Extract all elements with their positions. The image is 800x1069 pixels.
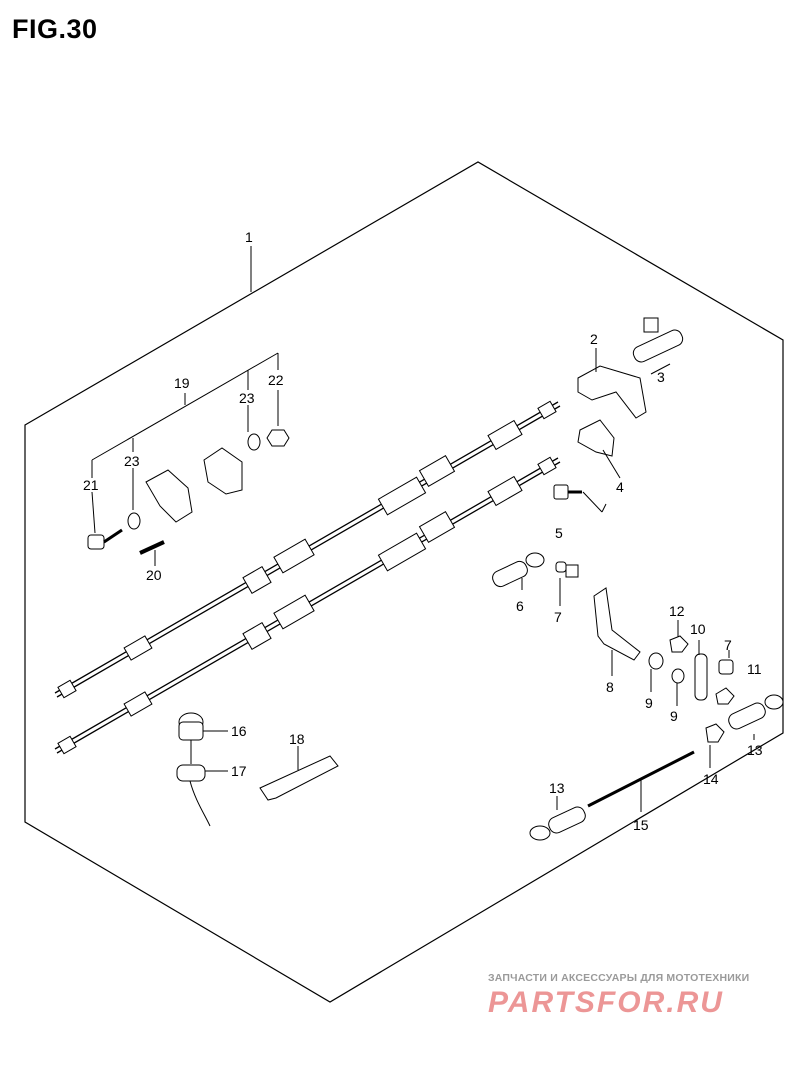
callout-4: 4 bbox=[616, 479, 624, 495]
ring-17 bbox=[176, 764, 211, 827]
callout-7b: 7 bbox=[724, 637, 732, 653]
bushing-9a bbox=[648, 652, 664, 670]
callout-22: 22 bbox=[268, 372, 284, 388]
bracket-2 bbox=[577, 365, 647, 419]
pin-7b bbox=[718, 659, 734, 675]
nut-12 bbox=[669, 635, 689, 653]
cable-clamp-lower bbox=[145, 469, 193, 523]
bushing-9b bbox=[671, 668, 685, 684]
strap-18 bbox=[259, 755, 339, 801]
callout-11: 11 bbox=[747, 661, 762, 677]
holder-4 bbox=[577, 419, 615, 457]
callout-1: 1 bbox=[245, 229, 253, 245]
callout-2: 2 bbox=[590, 331, 598, 347]
callout-13a: 13 bbox=[747, 742, 763, 758]
watermark-caption: ЗАПЧАСТИ И АКСЕССУАРЫ ДЛЯ МОТОТЕХНИКИ bbox=[488, 972, 750, 984]
bolt-5 bbox=[553, 484, 582, 500]
callout-7a: 7 bbox=[554, 609, 562, 625]
nut-14 bbox=[705, 723, 725, 743]
pin-7a bbox=[555, 561, 579, 578]
callout-23b: 23 bbox=[124, 453, 140, 469]
callout-19: 19 bbox=[174, 375, 190, 391]
pin-20 bbox=[139, 540, 165, 555]
callout-15: 15 bbox=[633, 817, 649, 833]
lever-8 bbox=[593, 587, 641, 661]
rod-end-13b bbox=[529, 806, 586, 841]
connector-3 bbox=[632, 317, 684, 363]
callout-9a: 9 bbox=[645, 695, 653, 711]
watermark: ЗАПЧАСТИ И АКСЕССУАРЫ ДЛЯ МОТОТЕХНИКИ PA… bbox=[488, 972, 788, 1020]
callout-17: 17 bbox=[231, 763, 247, 779]
callout-12: 12 bbox=[669, 603, 685, 619]
figure-title: FIG.30 bbox=[12, 14, 98, 44]
callout-16: 16 bbox=[231, 723, 247, 739]
callout-23a: 23 bbox=[239, 390, 255, 406]
cable-clamp-upper bbox=[203, 447, 243, 495]
callout-3: 3 bbox=[657, 369, 665, 385]
bolt-21 bbox=[87, 528, 123, 550]
nut-22 bbox=[266, 429, 290, 447]
callout-6: 6 bbox=[516, 598, 524, 614]
threaded-rod-15 bbox=[587, 750, 695, 808]
callout-10: 10 bbox=[690, 621, 706, 637]
callout-13b: 13 bbox=[549, 780, 565, 796]
nut-11 bbox=[715, 687, 735, 705]
callout-14: 14 bbox=[703, 771, 719, 787]
cable-end-6 bbox=[492, 552, 545, 588]
washer-23b bbox=[247, 433, 261, 451]
callout-21: 21 bbox=[83, 477, 99, 493]
callout-5: 5 bbox=[555, 525, 563, 541]
rod-end-13a bbox=[728, 694, 784, 730]
watermark-logo: PARTSFOR.RU bbox=[488, 986, 724, 1019]
callout-9b: 9 bbox=[670, 708, 678, 724]
callout-18: 18 bbox=[289, 731, 305, 747]
callout-8: 8 bbox=[606, 679, 614, 695]
control-cable-b bbox=[54, 456, 561, 755]
grommet-16 bbox=[178, 712, 204, 764]
bracket-19 bbox=[91, 352, 279, 534]
kit-outline bbox=[24, 161, 784, 1003]
washer-23a bbox=[127, 512, 141, 530]
control-cable-a bbox=[54, 400, 561, 699]
callout-20: 20 bbox=[146, 567, 162, 583]
plate-10 bbox=[694, 653, 708, 701]
